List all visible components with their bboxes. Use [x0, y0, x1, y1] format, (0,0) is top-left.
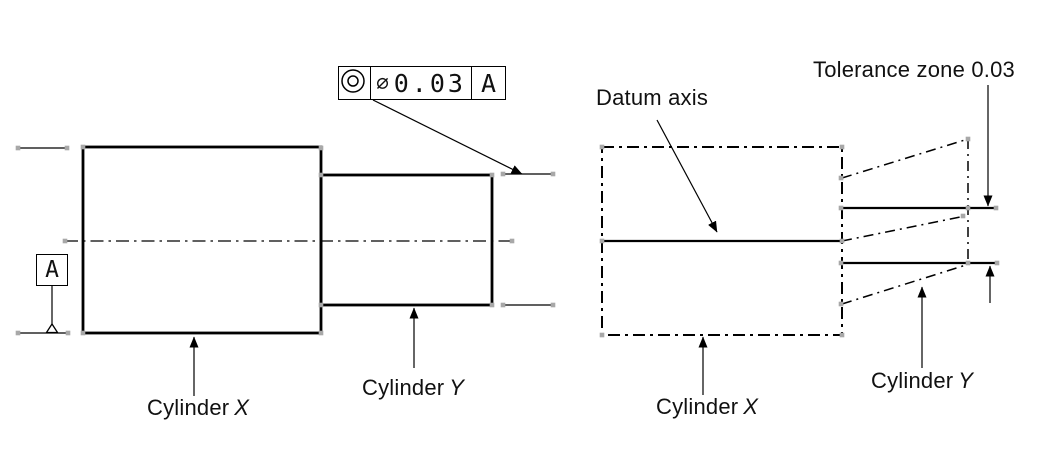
datum-feature-letter: A [45, 257, 59, 283]
cylinder-y-actual-top-edge [841, 138, 969, 179]
concentricity-symbol-cell [339, 67, 370, 99]
tolerance-value: 0.03 [393, 68, 466, 98]
left-drawing-view [18, 99, 553, 396]
cylinder-y-outline [319, 173, 494, 307]
diameter-symbol: ⌀ [376, 71, 389, 95]
datum-feature-flag: A [36, 254, 68, 286]
tolerance-zone-label: Tolerance zone 0.03 [813, 57, 1015, 82]
anchor-handles [15, 136, 1000, 338]
cylinder-y-actual-bottom-edge [841, 264, 967, 305]
datum-reference-cell: A [471, 67, 505, 99]
feature-control-frame: ⌀ 0.03 A [338, 66, 506, 100]
cylinder-x-outline [81, 145, 323, 335]
tolerance-value-cell: ⌀ 0.03 [370, 67, 471, 99]
fcf-leader-line [372, 99, 523, 175]
cylinder-y-actual-axis [841, 215, 966, 242]
concentricity-icon [341, 69, 365, 93]
datum-triangle [45, 322, 59, 334]
datum-reference: A [480, 68, 497, 98]
datum-axis-pointer-arrow [656, 119, 718, 233]
right-interpretation-view [601, 85, 997, 395]
datum-axis-label: Datum axis [596, 85, 709, 110]
